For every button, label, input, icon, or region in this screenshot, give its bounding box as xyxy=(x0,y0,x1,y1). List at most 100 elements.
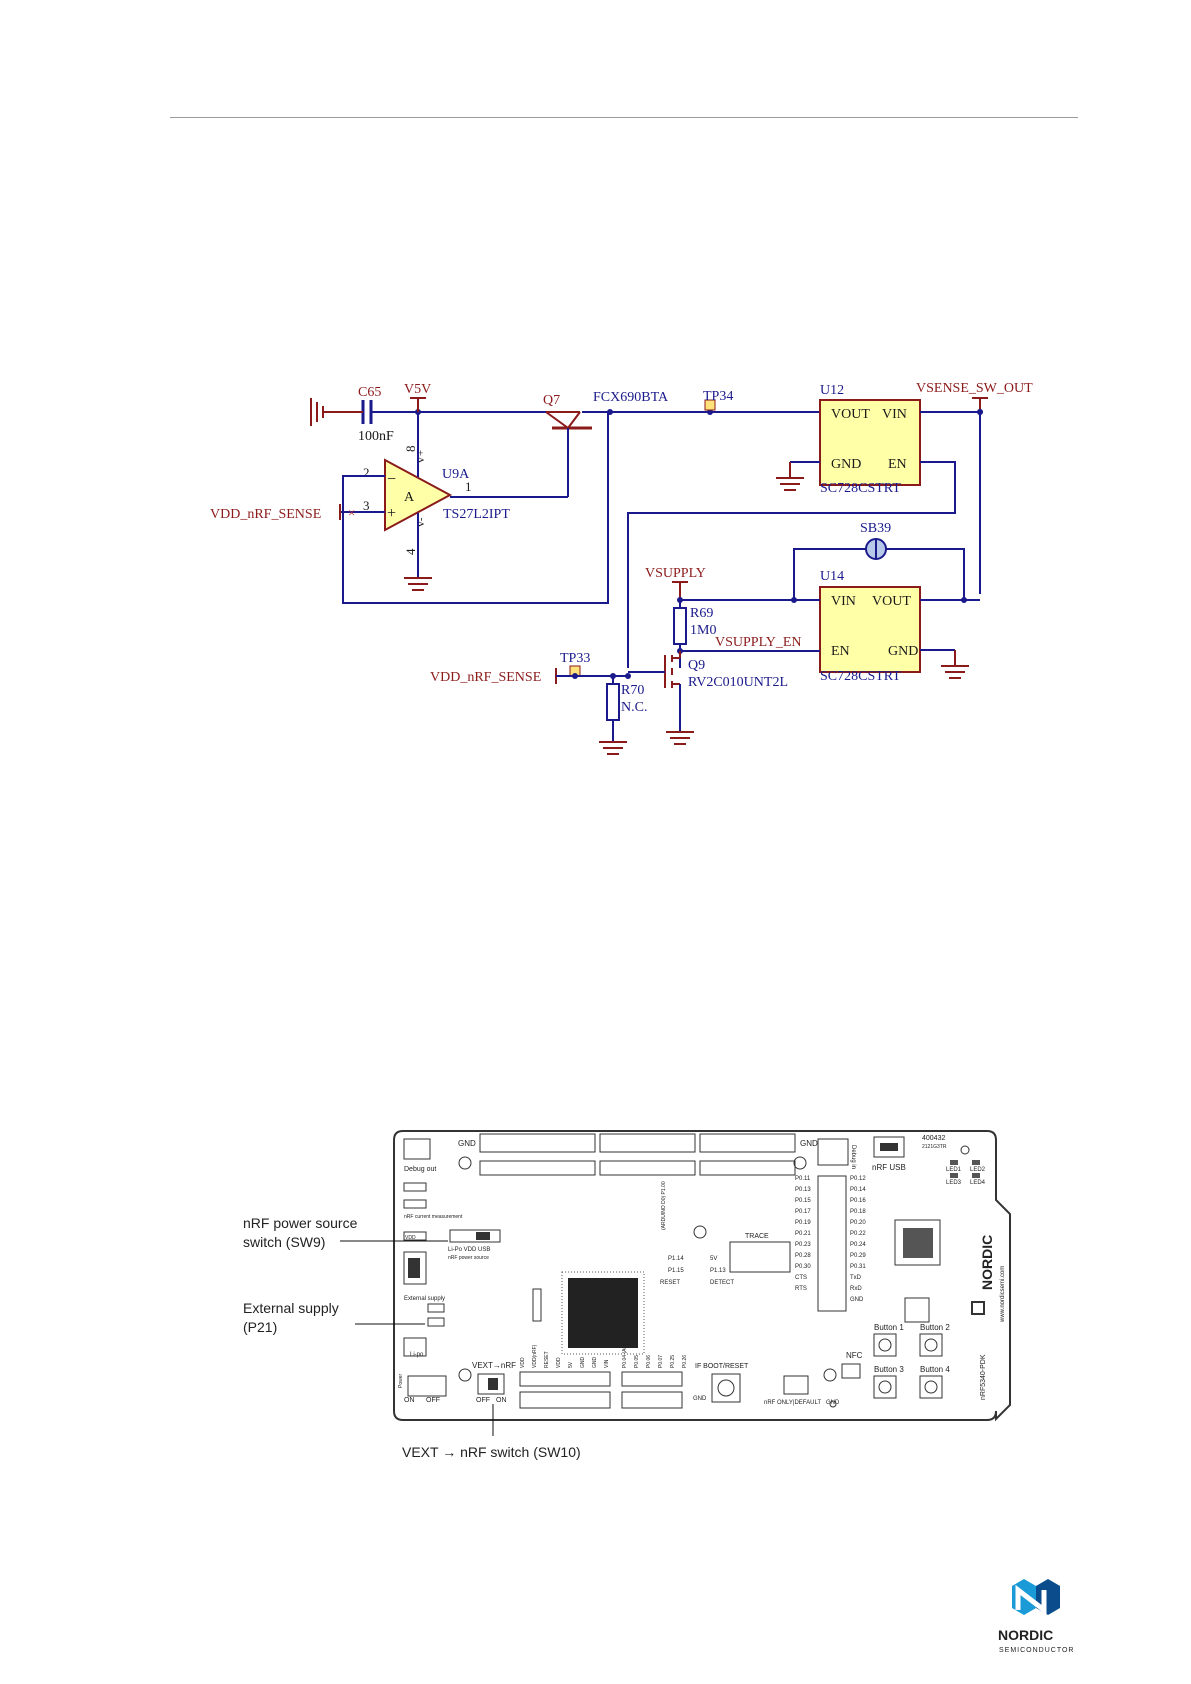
board-website: www.nordicsemi.com xyxy=(1000,1266,1006,1323)
led1-label: LED1 xyxy=(946,1167,962,1173)
pin4: 4 xyxy=(403,548,418,555)
lipo-label: Li-po xyxy=(410,1352,424,1358)
svg-text:P0.06: P0.06 xyxy=(646,1355,652,1368)
svg-text:×: × xyxy=(348,505,355,520)
header-top-row xyxy=(479,1133,796,1176)
sw10-on-label: ON xyxy=(496,1397,507,1404)
gnd-top-label: GND xyxy=(458,1139,476,1148)
if-boot-reset-label: IF BOOT/RESET xyxy=(695,1363,749,1370)
svg-text:P0.11: P0.11 xyxy=(795,1176,811,1182)
power-label: Power xyxy=(398,1373,404,1388)
callout-sw9-line2: switch (SW9) xyxy=(243,1234,325,1250)
r70-label: R70 xyxy=(621,683,644,698)
ground-symbol-r70 xyxy=(599,741,627,755)
svg-text:P0.12: P0.12 xyxy=(850,1176,866,1182)
u12-label: U12 xyxy=(820,383,844,398)
svg-text:P0.13: P0.13 xyxy=(795,1187,811,1193)
svg-text:P0.29: P0.29 xyxy=(850,1253,866,1259)
r69-label: R69 xyxy=(690,606,713,621)
board-rev: 2121G3TR xyxy=(922,1144,947,1150)
svg-text:RxD: RxD xyxy=(850,1286,862,1292)
svg-text:VDD: VDD xyxy=(556,1357,562,1368)
q9-part: RV2C010UNT2L xyxy=(688,675,788,690)
callout-sw9-line1: nRF power source xyxy=(243,1215,358,1231)
svg-text:GND: GND xyxy=(580,1357,586,1369)
svg-text:GND: GND xyxy=(850,1297,864,1303)
vsupply-en-label: VSUPPLY_EN xyxy=(715,635,802,650)
opamp-u9a xyxy=(384,458,453,532)
svg-text:P0.17: P0.17 xyxy=(795,1209,811,1215)
svg-text:RESET: RESET xyxy=(544,1351,550,1368)
on-label: ON xyxy=(404,1397,415,1404)
svg-text:P0.28: P0.28 xyxy=(795,1253,811,1259)
svg-text:P0.20: P0.20 xyxy=(850,1220,866,1226)
buttons xyxy=(873,1333,943,1399)
svg-text:P0.19: P0.19 xyxy=(795,1220,811,1226)
svg-text:P0.04 (A0): P0.04 (A0) xyxy=(622,1344,628,1368)
callout-p21-line1: External supply xyxy=(243,1300,339,1316)
u14-part: SC728CSTRT xyxy=(820,669,901,684)
svg-text:P0.25: P0.25 xyxy=(670,1355,676,1368)
q7-part: FCX690BTA xyxy=(593,390,669,405)
off-label: OFF xyxy=(426,1397,440,1404)
ground-symbol-u9a xyxy=(404,577,432,591)
u14-label: U14 xyxy=(820,569,844,584)
board-nordic: NORDIC xyxy=(979,1235,995,1290)
svg-text:P0.14: P0.14 xyxy=(850,1187,866,1193)
capacitor-c65 xyxy=(360,400,373,424)
power-switch-schematic: C65 100nF V5V Q7 FCX690BTA TP34 U12 VOUT… xyxy=(210,381,1033,755)
board-model: nRF5340-PDK xyxy=(980,1354,987,1400)
transistor-q7 xyxy=(545,411,592,430)
u12-part: SC728CSTRT xyxy=(820,481,901,496)
vsense-sw-out-label: VSENSE_SW_OUT xyxy=(916,381,1033,396)
pin8: 8 xyxy=(403,446,418,453)
opamp-plus: + xyxy=(387,505,396,522)
nrf-power-source-label: nRF power source xyxy=(448,1255,489,1261)
p113-label: P1.13 xyxy=(710,1268,726,1274)
svg-text:P0.21: P0.21 xyxy=(795,1231,811,1237)
vsupply-label: VSUPPLY xyxy=(645,566,706,581)
led2-label: LED2 xyxy=(970,1167,986,1173)
tp34-label: TP34 xyxy=(703,389,733,404)
gnd-bottom-label-2: GND xyxy=(693,1396,707,1402)
amp-unit: A xyxy=(404,490,415,505)
gnd-right-label: GND xyxy=(800,1139,818,1148)
svg-text:P0.24: P0.24 xyxy=(850,1242,866,1248)
button3-label: Button 3 xyxy=(874,1365,904,1374)
board-id: 400432 xyxy=(922,1135,945,1142)
svg-text:VDD: VDD xyxy=(520,1357,526,1368)
reset-label: RESET xyxy=(660,1280,680,1286)
lipo-vdd-usb-label: Li-Po VDD USB xyxy=(448,1247,490,1253)
callout-p21-line2: (P21) xyxy=(243,1319,277,1335)
vdd-label: VDD xyxy=(405,1235,416,1241)
nrf-usb-label: nRF USB xyxy=(872,1163,906,1172)
led3-label: LED3 xyxy=(946,1180,962,1186)
nrf-current-label: nRF current measurement xyxy=(404,1214,463,1220)
sb39-label: SB39 xyxy=(860,521,891,536)
trace-label: TRACE xyxy=(745,1233,769,1240)
pin1: 1 xyxy=(465,479,472,494)
logo-sub: SEMICONDUCTOR xyxy=(999,1647,1074,1654)
svg-text:VIN: VIN xyxy=(604,1359,610,1368)
u14-vin: VIN xyxy=(831,594,856,609)
u12-gnd: GND xyxy=(831,457,861,472)
u14-gnd: GND xyxy=(888,644,918,659)
callout-sw10: VEXT → nRF switch (SW10) xyxy=(402,1444,581,1460)
v5v-label: V5V xyxy=(404,382,431,397)
ground-symbol-left xyxy=(310,398,360,426)
svg-text:P0.31: P0.31 xyxy=(850,1264,866,1270)
q7-label: Q7 xyxy=(543,393,560,408)
vminus: V- xyxy=(415,517,427,528)
svg-text:P0.30: P0.30 xyxy=(795,1264,811,1270)
debug-out-label: Debug out xyxy=(404,1166,436,1173)
bottom-header-pin-labels: VDD VDD(nRF) RESET VDD 5V GND GND VIN P0… xyxy=(520,1344,688,1368)
arduino-label: (ARDUINO D0) P1.00 xyxy=(661,1181,667,1230)
p115-label: P1.15 xyxy=(668,1268,684,1274)
u12-vin: VIN xyxy=(882,407,907,422)
nordic-logo-icon xyxy=(1012,1579,1060,1616)
u9a-label: U9A xyxy=(442,467,470,482)
detect-label: DETECT xyxy=(710,1280,734,1286)
button2-label: Button 2 xyxy=(920,1323,950,1332)
svg-text:VDD(nRF): VDD(nRF) xyxy=(532,1344,538,1368)
solder-bridge-sb39 xyxy=(865,538,887,560)
